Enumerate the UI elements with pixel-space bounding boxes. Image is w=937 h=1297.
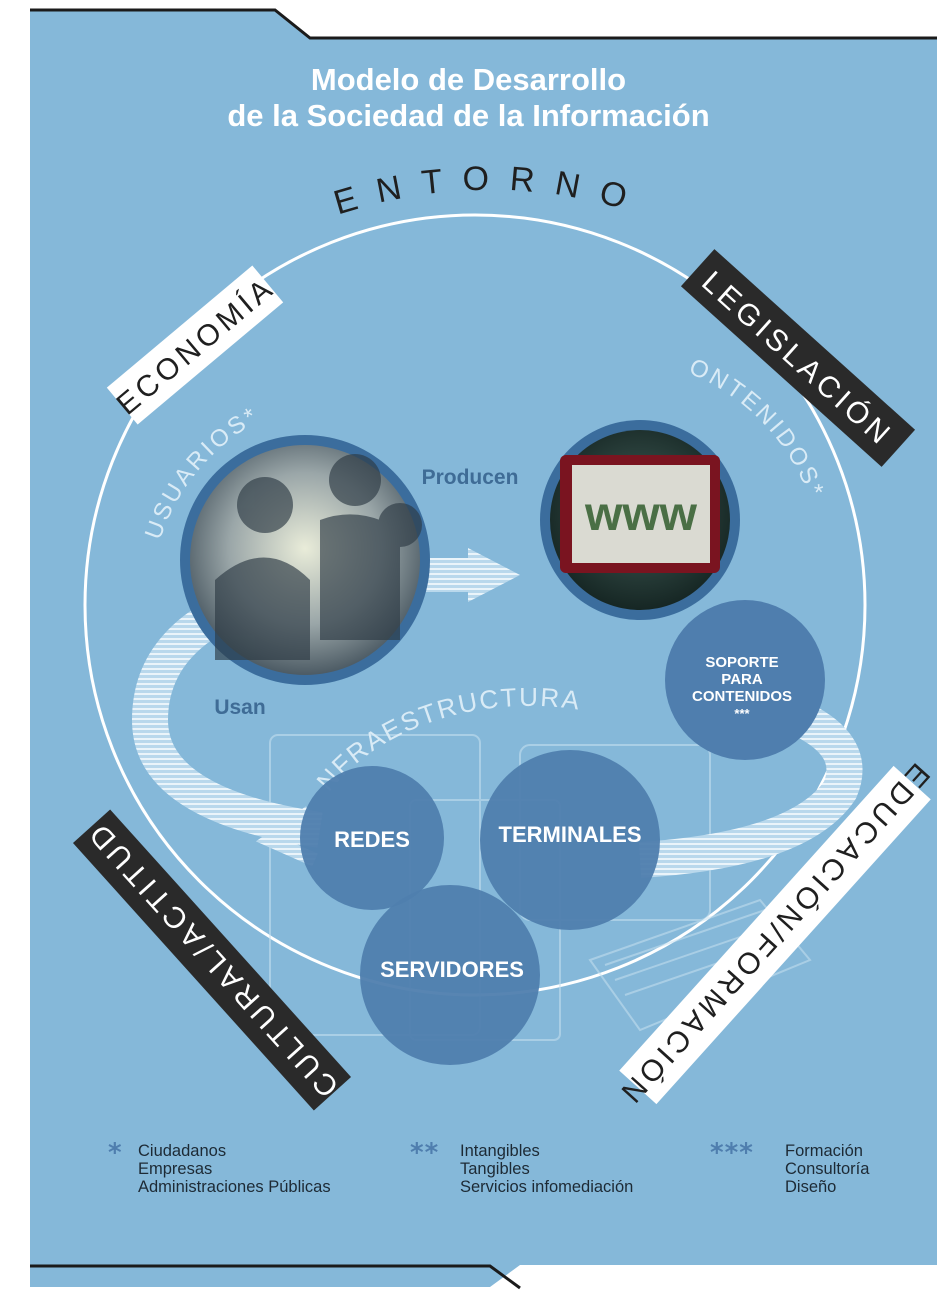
legend-item: Servicios infomediación: [460, 1178, 634, 1196]
soporte-line2: PARA: [721, 671, 763, 688]
legend-item: Intangibles: [460, 1142, 540, 1160]
legend-item: Ciudadanos: [138, 1142, 227, 1160]
panel-top-edge: [30, 8, 937, 40]
contenidos-node: www: [540, 420, 825, 760]
legend-item: Empresas: [138, 1160, 213, 1178]
soporte-line1: SOPORTE: [705, 654, 778, 671]
www-text: www: [584, 488, 698, 541]
legend-item: Administraciones Públicas: [138, 1178, 331, 1196]
page-title: Modelo de Desarrollo de la Sociedad de l…: [0, 62, 937, 134]
servidores-bubble: [360, 885, 540, 1065]
servidores-text: SERVIDORES: [380, 957, 524, 982]
terminales-bubble: [480, 750, 660, 930]
legend-lines-1: Ciudadanos Empresas Administraciones Púb…: [138, 1142, 331, 1196]
title-line-1: Modelo de Desarrollo: [310, 62, 627, 97]
panel-bottom-edge: [30, 1264, 521, 1290]
usan-label: Usan: [214, 696, 265, 719]
soporte-label: SOPORTE PARA CONTENIDOS ***: [692, 654, 792, 721]
legend-lines-2: Intangibles Tangibles Servicios infomedi…: [460, 1142, 633, 1196]
legend-item: Consultoría: [785, 1160, 870, 1178]
legend-item: Diseño: [785, 1178, 837, 1196]
legend-item: Formación: [785, 1142, 863, 1160]
legend-item: Tangibles: [460, 1160, 530, 1178]
producen-label: Producen: [422, 466, 519, 489]
legend-star-2: **: [410, 1138, 440, 1168]
redes-bubble: [300, 766, 444, 910]
legend-star-1: *: [108, 1138, 123, 1168]
soporte-stars: ***: [734, 706, 750, 721]
infra-bubbles: [300, 750, 660, 1065]
panel-background: [30, 10, 937, 1287]
soporte-line3: CONTENIDOS: [692, 688, 792, 705]
usuarios-node: [180, 435, 430, 685]
terminales-text: TERMINALES: [499, 822, 642, 847]
people-illustration: [215, 454, 422, 660]
legend-lines-3: Formación Consultoría Diseño: [785, 1142, 869, 1196]
redes-text: REDES: [334, 827, 410, 852]
legend-star-3: ***: [710, 1138, 754, 1168]
title-line-2: de la Sociedad de la Información: [227, 98, 710, 133]
